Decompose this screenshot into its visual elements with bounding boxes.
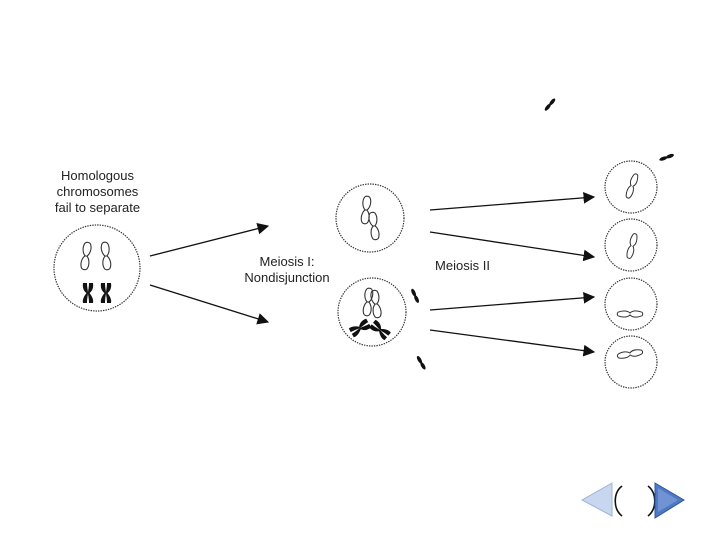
meiosis-1-bottom-cell [337,277,407,347]
arrow-to-gamete-2 [429,231,596,262]
previous-slide-button[interactable] [580,482,623,517]
triangle-right-icon [647,485,656,517]
gamete-cell-1 [604,160,658,214]
gamete-cell-2 [604,218,658,272]
arrow-to-gamete-4 [429,329,596,357]
gamete-cell-3 [410,97,658,331]
next-slide-button[interactable] [647,482,685,519]
label-meiosis-1-nondisjunction: Meiosis I: Nondisjunction [244,254,330,285]
label-homologous-fail-to-separate: Homologous chromosomes fail to separate [54,168,141,215]
meiosis-1-top-cell [335,183,405,253]
triangle-left-icon [614,485,623,517]
parent-cell [53,224,141,312]
arrow-parent-to-bottom-cell [149,284,270,325]
gamete-cell-4 [415,153,675,389]
arrow-parent-to-top-cell [149,222,270,257]
label-meiosis-2: Meiosis II [435,258,490,273]
arrow-to-gamete-3 [429,292,596,311]
arrow-to-gamete-1 [429,192,596,211]
